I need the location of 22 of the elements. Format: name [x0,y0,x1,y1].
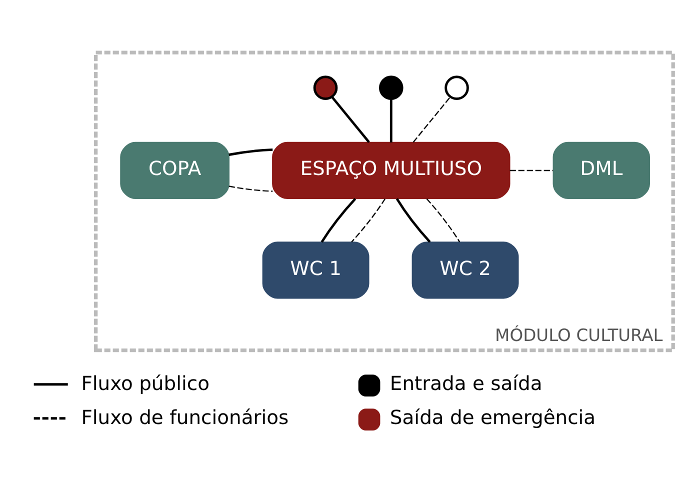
node-box: DML [552,142,650,200]
connector [228,148,273,156]
connector [426,198,460,242]
connector [331,96,370,143]
connector [390,98,392,142]
legend-label: Fluxo de funcionários [81,406,289,430]
node-box: WC 2 [412,242,519,299]
connector [351,198,386,242]
connector [228,186,273,192]
connector [412,96,451,143]
node-box: COPA [120,142,230,200]
node-circle [379,76,404,100]
node-circle [444,76,469,100]
node-circle [313,76,338,100]
connector [396,198,431,243]
connector [320,198,356,243]
connector [510,170,554,172]
node-box: WC 1 [262,242,370,299]
legend-label: Saída de emergência [390,406,596,430]
node-box: ESPAÇO MULTIUSO [272,142,510,200]
legend-label: Fluxo público [81,372,210,396]
legend-label: Entrada e saída [390,372,542,396]
